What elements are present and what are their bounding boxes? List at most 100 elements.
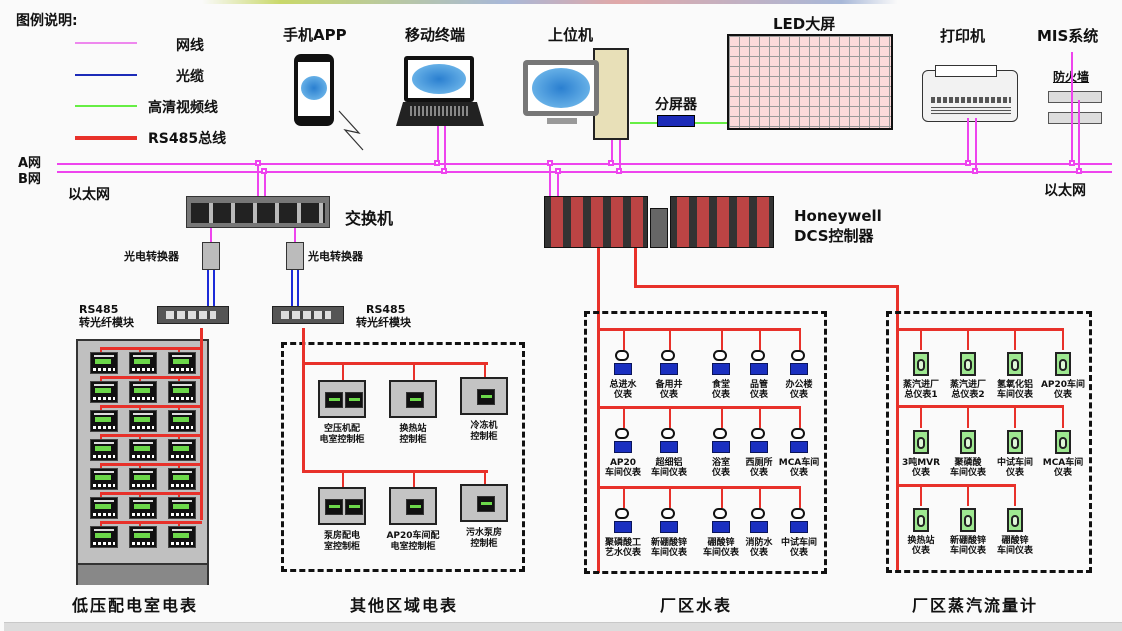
host-pc-label: 上位机 (548, 26, 594, 44)
rs485-drop (100, 463, 102, 469)
water-meter-icon (614, 350, 632, 380)
printer-label: 打印机 (940, 27, 986, 45)
power-meter-icon (168, 526, 196, 548)
switch-link-a (257, 164, 259, 196)
splitter-label: 分屏器 (655, 97, 697, 113)
rs485-drop (178, 434, 180, 440)
power-meter-icon (129, 381, 157, 403)
rs485-drop (967, 328, 969, 350)
water-meter-label: 西厕所 (745, 458, 773, 468)
mis-system-label: MIS系统 (1037, 27, 1099, 45)
other-area-box (281, 342, 525, 572)
rs485-branch (100, 434, 202, 437)
section-title-steam: 厂区蒸汽流量计 (912, 596, 1039, 615)
rs485-branch (100, 492, 202, 495)
rs485-branch (302, 362, 488, 365)
rs485-bus (302, 362, 305, 473)
water-meter-icon (750, 428, 768, 458)
rs485-drop (920, 484, 922, 506)
rs485-drop (669, 328, 671, 350)
power-meter-icon (129, 352, 157, 374)
rs485-drop (759, 406, 761, 428)
junction (434, 160, 440, 166)
junction (441, 168, 447, 174)
power-meter-icon (325, 499, 343, 515)
control-panel-label: 冷冻机 (470, 421, 498, 431)
rs485-drop (799, 406, 801, 428)
legend-label-rs485: RS485总线 (148, 131, 227, 147)
rs485-module-right (272, 306, 344, 324)
rs485-bus-water (597, 248, 600, 573)
steam-meter-label: 中试车间 (996, 458, 1033, 468)
rs485-branch (100, 347, 202, 350)
power-meter-icon (90, 439, 118, 461)
wireless-signal-icon (338, 110, 364, 151)
steam-meter-label: 仪表 (1053, 468, 1072, 478)
a-net-bus (57, 163, 1112, 165)
control-panel (318, 487, 366, 525)
rs485-branch (898, 484, 1016, 487)
rs485-drop (484, 470, 486, 484)
power-meter-icon (129, 439, 157, 461)
power-meter-icon (168, 439, 196, 461)
legend-line-rs485 (75, 136, 137, 140)
water-meter-icon (614, 508, 632, 538)
junction (555, 168, 561, 174)
rs485-drop (342, 470, 344, 487)
steam-meter-label: 总仪表2 (951, 390, 985, 400)
water-meter-label: 仪表 (613, 390, 632, 400)
water-meter-icon (660, 428, 678, 458)
legend-label-video: 高清视频线 (148, 100, 218, 116)
rs485-drop (178, 492, 180, 498)
steam-meter-label: 3吨MVR (901, 458, 941, 468)
legend-label-fiber: 光缆 (176, 69, 204, 85)
steam-flow-meter-icon (912, 428, 930, 456)
water-meter-label: 车间仪表 (702, 548, 739, 558)
legend-title: 图例说明: (16, 13, 78, 29)
water-meter-label: 仪表 (711, 468, 730, 478)
water-meter-label: 新硼酸锌 (650, 538, 687, 548)
power-meter-icon (345, 499, 363, 515)
power-meter-icon (90, 381, 118, 403)
steam-flow-meter-icon (959, 350, 977, 378)
host-link-b (619, 140, 621, 172)
rs485-branch (100, 376, 202, 379)
rs485-drop (1062, 328, 1064, 350)
steam-flow-meter-icon (1006, 506, 1024, 534)
steam-meter-label: 车间仪表 (996, 390, 1033, 400)
power-meter-icon (168, 468, 196, 490)
legend-label-network: 网线 (176, 38, 204, 54)
laptop-link-a (437, 126, 439, 164)
junction (1076, 168, 1082, 174)
power-meter-icon (129, 410, 157, 432)
section-title-other-area: 其他区域电表 (350, 596, 459, 615)
water-meter-label: 仪表 (789, 468, 808, 478)
rs485-drop (178, 463, 180, 469)
water-meter-label: 办公楼 (785, 380, 813, 390)
water-meter-icon (790, 350, 808, 380)
b-net-bus (57, 171, 1112, 173)
junction (547, 160, 553, 166)
firewall-icon (1048, 112, 1102, 124)
power-meter-icon (345, 392, 363, 408)
power-meter-icon (406, 499, 424, 515)
steam-flow-meter-icon (959, 506, 977, 534)
control-panel-label: AP20车间配 (386, 531, 440, 541)
rs485-drop (759, 486, 761, 508)
water-meter-icon (712, 428, 730, 458)
steam-meter-label: 车间仪表 (949, 546, 986, 556)
steam-meter-label: 仪表 (1005, 468, 1024, 478)
converter-left-label: 光电转换器 (124, 250, 179, 263)
rs485-drop (669, 406, 671, 428)
water-meter-label: 品管 (749, 380, 768, 390)
water-meter-icon (614, 428, 632, 458)
rs485-drop (623, 486, 625, 508)
host-link-a (611, 140, 613, 164)
water-meter-label: 仪表 (789, 548, 808, 558)
legend-line-video (75, 105, 137, 107)
water-meter-label: 仪表 (711, 390, 730, 400)
rs485-branch (599, 486, 801, 489)
printer-link-a (967, 118, 969, 164)
rs485-drop (1014, 484, 1016, 506)
rs485-bus-steam-riser (634, 248, 637, 286)
